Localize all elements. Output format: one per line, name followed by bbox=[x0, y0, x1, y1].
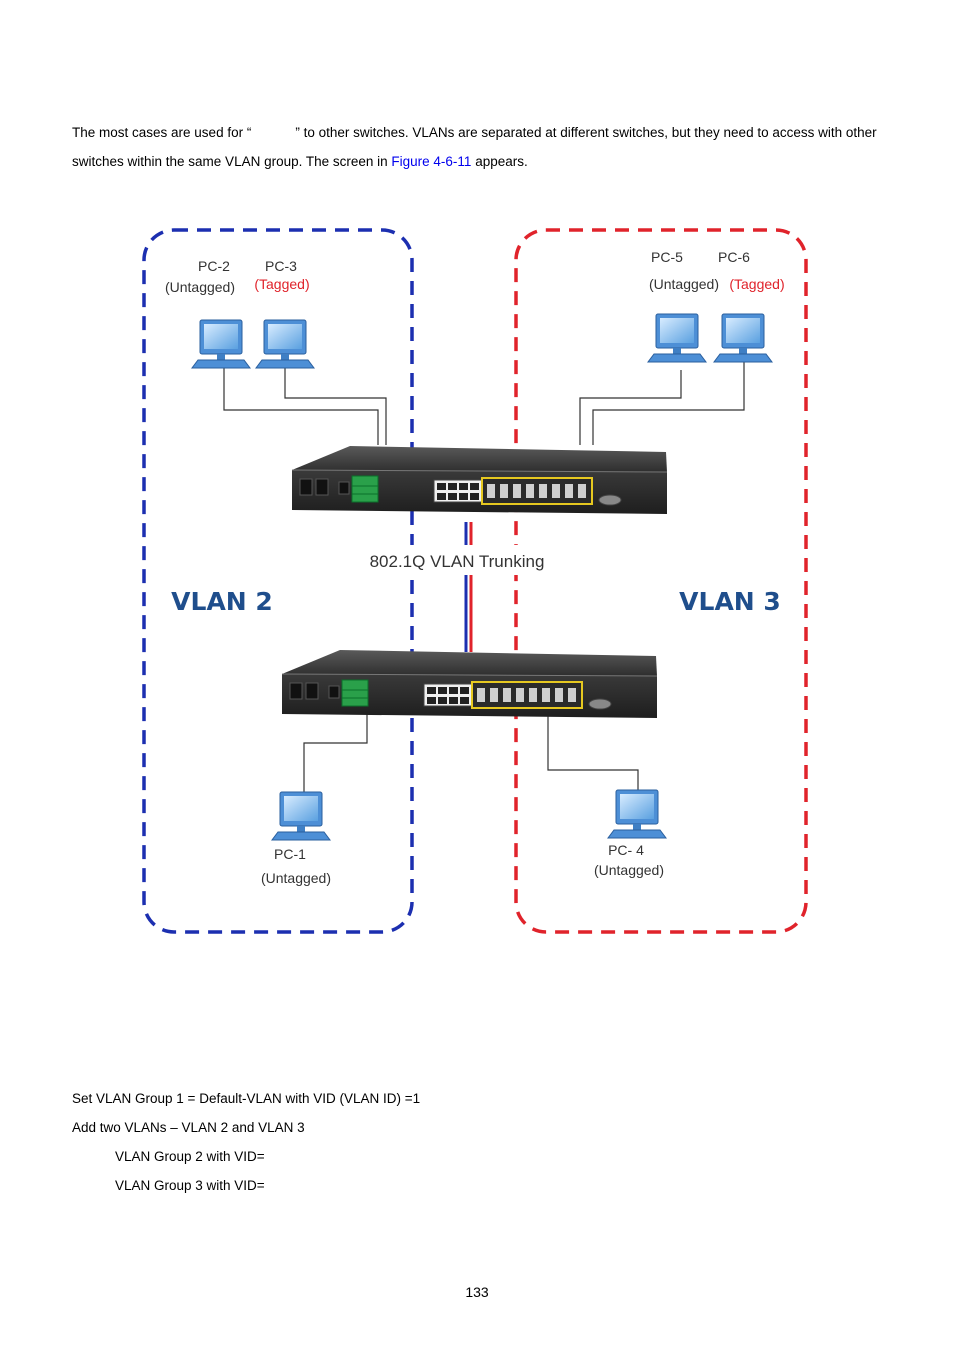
pc1-mode: (Untagged) bbox=[261, 870, 331, 886]
intro-text-1: The most cases are used for “ bbox=[72, 125, 252, 140]
pc5-icon bbox=[647, 313, 707, 363]
pc3-label: PC-3 bbox=[265, 258, 297, 274]
vlan3-region bbox=[514, 228, 808, 934]
pc2-icon bbox=[191, 319, 251, 369]
pc6-label: PC-6 bbox=[718, 249, 750, 265]
pc4-icon bbox=[607, 789, 667, 839]
top-switch bbox=[289, 441, 668, 525]
trunk-label: 802.1Q VLAN Trunking bbox=[370, 552, 545, 571]
figure-link[interactable]: Figure 4-6-11 bbox=[391, 154, 472, 169]
intro-text-2: ” to other switches. VLANs are separated… bbox=[72, 125, 877, 169]
pc2-mode: (Untagged) bbox=[165, 279, 235, 295]
pc1-icon bbox=[271, 791, 331, 841]
vlan-trunking-diagram: PC-2 (Untagged) PC-3 (Tagged) PC-5 (Unta… bbox=[142, 228, 808, 934]
bottom-switch bbox=[279, 645, 658, 729]
pc1-label: PC-1 bbox=[274, 846, 306, 862]
cables bbox=[223, 362, 745, 792]
page-number: 133 bbox=[465, 1284, 489, 1300]
vlan2-region bbox=[142, 228, 414, 934]
trunk-cable bbox=[464, 522, 473, 652]
pc5-label: PC-5 bbox=[651, 249, 683, 265]
pc4-mode: (Untagged) bbox=[594, 862, 664, 878]
pc4-label: PC- 4 bbox=[608, 842, 644, 858]
pc3-mode: (Tagged) bbox=[254, 276, 309, 292]
intro-text-3: appears. bbox=[471, 154, 528, 169]
pc3-icon bbox=[255, 319, 315, 369]
step-4: VLAN Group 3 with VID= bbox=[115, 1178, 265, 1193]
pc6-icon bbox=[713, 313, 773, 363]
vlan2-label: VLAN 2 bbox=[171, 587, 273, 616]
pc6-mode: (Tagged) bbox=[729, 276, 784, 292]
intro-paragraph: The most cases are used for “” to other … bbox=[72, 118, 892, 176]
step-2: Add two VLANs – VLAN 2 and VLAN 3 bbox=[72, 1120, 305, 1135]
step-3: VLAN Group 2 with VID= bbox=[115, 1149, 265, 1164]
pc2-label: PC-2 bbox=[198, 258, 230, 274]
pc5-mode: (Untagged) bbox=[649, 276, 719, 292]
vlan3-label: VLAN 3 bbox=[679, 587, 781, 616]
step-1: Set VLAN Group 1 = Default-VLAN with VID… bbox=[72, 1091, 421, 1106]
